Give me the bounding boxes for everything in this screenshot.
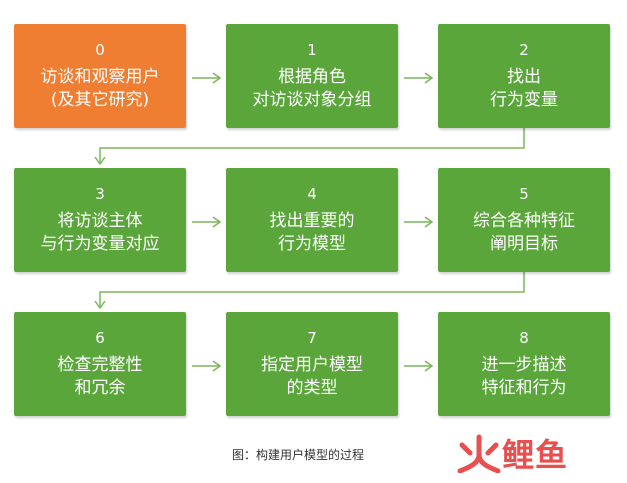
arrow-head-r0c0 [212, 72, 222, 84]
step-label-line1: 根据角色 [278, 67, 346, 87]
brand-logo: 鲤鱼 [456, 432, 606, 474]
step-label-line1: 进一步描述 [481, 355, 567, 375]
figure-caption: 图：构建用户模型的过程 [232, 448, 365, 462]
step-label-line1: 找出重要的 [269, 211, 355, 231]
step-number: 7 [307, 329, 317, 347]
step-number: 1 [307, 41, 317, 59]
step-label-line1: 综合各种特征 [473, 211, 575, 231]
step-number: 6 [95, 329, 105, 347]
step-box-4: 4 找出重要的行为模型 [226, 168, 398, 272]
step-label-line2: 阐明目标 [490, 234, 558, 254]
arrow-head-r2c1 [424, 360, 434, 372]
step-label-line2: 对访谈对象分组 [252, 90, 372, 110]
step-label-line2: 行为模型 [278, 234, 346, 254]
step-number: 3 [95, 185, 105, 203]
step-box-3: 3 将访谈主体与行为变量对应 [14, 168, 186, 272]
step-label-line2: 与行为变量对应 [40, 234, 160, 254]
step-label-line1: 访谈和观察用户 [40, 67, 160, 87]
step-label-line2: 的类型 [286, 378, 338, 398]
step-box-6: 6 检查完整性和冗余 [14, 312, 186, 416]
fire-logo-icon [457, 434, 501, 473]
step-box-5: 5 综合各种特征阐明目标 [438, 168, 610, 272]
step-label-line1: 指定用户模型 [261, 355, 363, 375]
step-label-line1: 将访谈主体 [57, 211, 143, 231]
arrow-head-r0c1 [424, 72, 434, 84]
step-number: 8 [519, 329, 529, 347]
step-number: 5 [519, 185, 529, 203]
step-box-1: 1 根据角色对访谈对象分组 [226, 24, 398, 128]
step-label-line2: 和冗余 [74, 378, 126, 398]
wrap-arrow-head-0 [94, 156, 106, 166]
step-label-line2: 行为变量 [490, 90, 558, 110]
step-box-7: 7 指定用户模型的类型 [226, 312, 398, 416]
logo-text: 鲤鱼 [502, 436, 569, 474]
step-number: 2 [519, 41, 529, 59]
step-box-0: 0 访谈和观察用户 (及其它研究) [14, 24, 186, 128]
step-label-line1: 检查完整性 [57, 355, 143, 375]
step-label-line1: 找出 [507, 67, 541, 87]
step-box-2: 2 找出行为变量 [438, 24, 610, 128]
step-number: 0 [95, 41, 105, 59]
step-box-8: 8 进一步描述特征和行为 [438, 312, 610, 416]
wrap-connector-0 [99, 128, 525, 164]
step-number: 4 [307, 185, 317, 203]
arrow-head-r2c0 [212, 360, 222, 372]
step-label-line2: (及其它研究) [50, 90, 150, 110]
wrap-connector-1 [99, 272, 525, 308]
wrap-arrow-head-1 [94, 300, 106, 310]
step-label-line2: 特征和行为 [481, 378, 567, 398]
arrow-head-r1c0 [212, 216, 222, 228]
arrow-head-r1c1 [424, 216, 434, 228]
